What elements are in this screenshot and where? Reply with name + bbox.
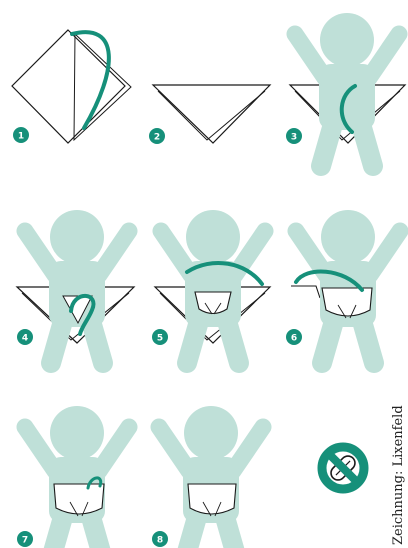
step-number: 8: [157, 536, 163, 546]
step-badge: [286, 329, 302, 345]
step-number: 3: [291, 133, 297, 143]
step-badge: [152, 329, 168, 345]
step-8: 8: [152, 406, 263, 548]
step-badge: [17, 329, 33, 345]
step-5: 5: [152, 210, 270, 363]
step-badge: [286, 128, 302, 144]
step-1: 1: [11, 29, 132, 144]
step-number: 5: [157, 334, 163, 344]
fold-arrow: [339, 84, 357, 134]
baby-figure: [25, 406, 129, 548]
baby-figure: [159, 406, 263, 548]
step-number: 1: [18, 132, 24, 142]
fold-arrow: [185, 260, 264, 286]
step-number: 4: [22, 334, 28, 344]
triangle-cloth: [151, 84, 272, 144]
fold-arrow: [86, 476, 103, 490]
step-number: 2: [154, 133, 160, 143]
step-number: 6: [291, 334, 297, 344]
step-badge: [13, 127, 29, 143]
step-number: 7: [22, 536, 28, 546]
illustration-credit: Zeichnung: Lixenfeld: [391, 405, 406, 545]
no-safety-pin-icon: [317, 442, 369, 494]
step-badge: [149, 128, 165, 144]
fold-arrow: [69, 294, 96, 336]
step-3: 3: [286, 13, 405, 166]
step-6: 6: [286, 210, 400, 363]
square-cloth: [11, 29, 126, 144]
step-7: 7: [17, 406, 129, 548]
step-badge: [17, 531, 33, 547]
fold-arrow: [70, 30, 111, 130]
step-4: 4: [17, 210, 134, 363]
step-2: 2: [149, 84, 272, 144]
fold-arrow: [294, 269, 364, 292]
step-badge: [152, 531, 168, 547]
